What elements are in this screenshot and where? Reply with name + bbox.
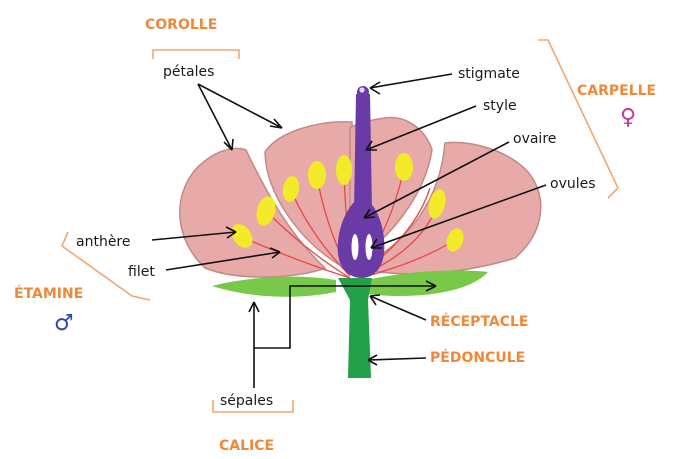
anther [308, 161, 326, 189]
stigmate-label: stigmate [458, 66, 520, 82]
sepales-label: sépales [220, 393, 273, 409]
corolle-label: COROLLE [145, 17, 217, 33]
sepal-right [366, 270, 488, 296]
style-label: style [483, 98, 517, 114]
filet-label: filet [128, 264, 155, 280]
ovaire-label: ovaire [513, 131, 556, 147]
carpelle-label: CARPELLE [577, 83, 656, 99]
anthere-label: anthère [76, 234, 131, 250]
ovule [352, 234, 359, 260]
anther [336, 155, 352, 185]
stigma-highlight [359, 87, 364, 92]
male-symbol: ♂ [54, 311, 74, 336]
female-symbol: ♀ [620, 105, 636, 130]
corolle-bracket [153, 50, 239, 59]
pedoncule-label: PÉDONCULE [430, 349, 525, 366]
anther [395, 153, 413, 181]
ovules-label: ovules [550, 176, 596, 192]
carpelle-bracket [538, 40, 618, 198]
receptacle-label: RÉCEPTACLE [430, 313, 529, 330]
etamine-label: ÉTAMINE [14, 285, 83, 302]
petales-label: pétales [163, 64, 214, 80]
peduncle-stem [338, 278, 372, 378]
calice-label: CALICE [219, 438, 274, 454]
pistil-style [354, 94, 372, 210]
